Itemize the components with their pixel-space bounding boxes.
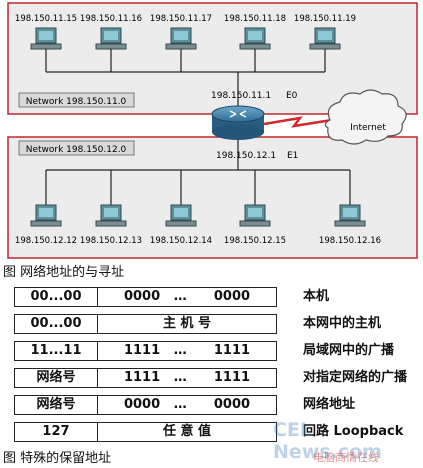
computer-icon xyxy=(239,27,271,50)
row-description: 本机 xyxy=(303,289,330,304)
bottom-host-ip: 198.150.12.15 xyxy=(224,236,286,246)
network-diagram: 198.150.11.15 198.150.11.16 198.150.11.1… xyxy=(7,2,418,259)
bottom-host-ip: 198.150.12.12 xyxy=(15,236,77,246)
top-host-ip: 198.150.11.19 xyxy=(294,14,356,24)
network-part-cell: 网络号 xyxy=(14,368,98,388)
host-part-cell: 0000 … 0000 xyxy=(97,395,277,415)
host-part-cell: 主 机 号 xyxy=(97,314,277,334)
computer-icon xyxy=(95,204,127,227)
router-e1-label: E1 xyxy=(287,151,298,161)
router-e0-label: E0 xyxy=(286,91,298,101)
row-description: 局域网中的广播 xyxy=(303,343,395,358)
host-part-cell: 0000 … 0000 xyxy=(97,287,277,307)
svg-text:Internet: Internet xyxy=(350,123,386,133)
bottom-network-label: Network 198.150.12.0 xyxy=(18,140,135,156)
router-e0-ip: 198.150.11.1 xyxy=(211,91,271,101)
bottom-host-ip: 198.150.12.13 xyxy=(80,236,142,246)
network-part-cell: 网络号 xyxy=(14,395,98,415)
host-part-cell: 任 意 值 xyxy=(97,422,277,442)
top-ethernet-bus xyxy=(45,49,326,112)
host-part-cell: 1111 … 1111 xyxy=(97,368,277,388)
network-part-cell: 127 xyxy=(14,422,98,442)
figure1-caption: 图 网络地址的与寻址 xyxy=(3,265,125,280)
bottom-ethernet-bus xyxy=(45,140,351,205)
computer-icon xyxy=(334,204,366,227)
network-part-cell: 11...11 xyxy=(14,341,98,361)
top-network-label: Network 198.150.11.0 xyxy=(18,92,135,108)
computer-icon xyxy=(30,27,62,50)
watermark-brand: CEL News.com xyxy=(273,419,382,463)
svg-text:Network 198.150.11.0: Network 198.150.11.0 xyxy=(26,97,127,107)
row-description: 对指定网络的广播 xyxy=(303,370,408,385)
bottom-host-ip: 198.150.12.14 xyxy=(150,236,212,246)
bottom-network-segment xyxy=(7,136,418,259)
computer-icon xyxy=(95,27,127,50)
svg-text:Network 198.150.12.0: Network 198.150.12.0 xyxy=(26,145,127,155)
wan-link-bolt xyxy=(263,116,333,128)
computer-icon xyxy=(239,204,271,227)
host-part-cell: 1111 … 1111 xyxy=(97,341,277,361)
router-e1-ip: 198.150.12.1 xyxy=(216,151,276,161)
top-host-ip: 198.150.11.15 xyxy=(15,14,77,24)
top-host-ip: 198.150.11.17 xyxy=(150,14,212,24)
top-host-ip: 198.150.11.16 xyxy=(80,14,142,24)
computer-icon xyxy=(309,27,341,50)
network-part-cell: 00...00 xyxy=(14,314,98,334)
bottom-host-ip: 198.150.12.16 xyxy=(319,236,381,246)
router-icon xyxy=(211,105,265,140)
row-description: 网络地址 xyxy=(303,397,356,412)
row-description: 回路 Loopback xyxy=(303,424,404,439)
computer-icon xyxy=(165,27,197,50)
computer-icon xyxy=(30,204,62,227)
internet-cloud-icon: Internet xyxy=(324,89,407,145)
watermark-tagline: 电脑商情在线 xyxy=(313,451,379,464)
network-part-cell: 00...00 xyxy=(14,287,98,307)
computer-icon xyxy=(165,204,197,227)
figure2-caption: 图 特殊的保留地址 xyxy=(3,451,112,466)
top-host-ip: 198.150.11.18 xyxy=(224,14,286,24)
row-description: 本网中的主机 xyxy=(303,316,382,331)
